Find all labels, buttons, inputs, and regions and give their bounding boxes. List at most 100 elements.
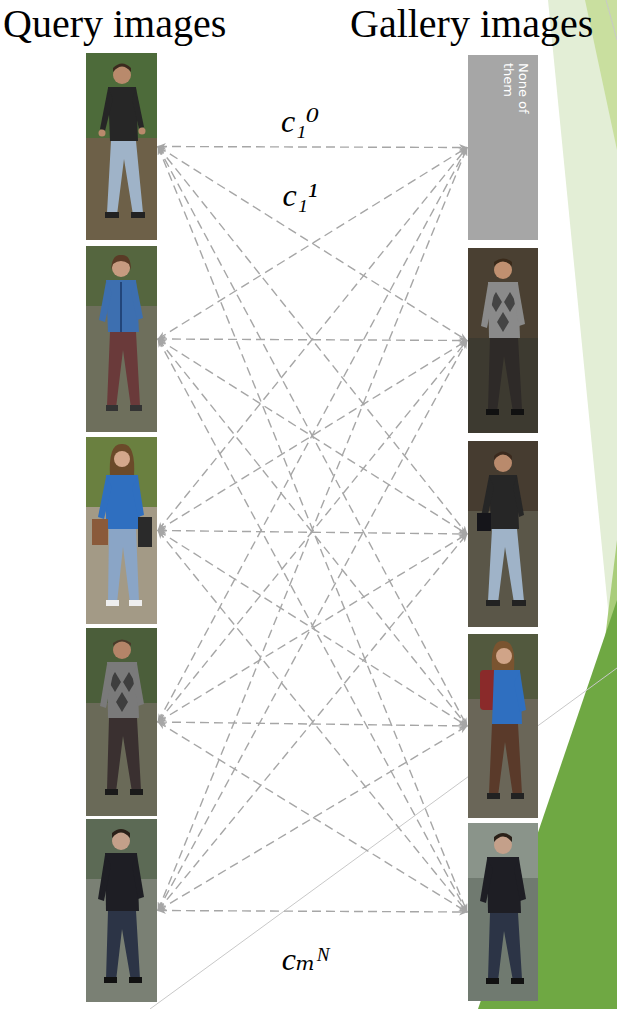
query-photo [130,405,142,411]
query-photo [86,628,157,816]
gallery-photo [468,634,538,818]
gallery-photo [468,441,538,627]
slide-decoration [150,668,617,1009]
double-arrow-connector [158,534,467,722]
query-photo [120,282,122,332]
gallery-photo [513,476,524,517]
query-photo [99,130,106,137]
query-photo [113,64,131,73]
double-arrow-connector [158,534,467,911]
double-arrow-connector [158,341,467,911]
gallery-photo [514,859,526,901]
gallery-photo [487,793,500,799]
gallery-photo [514,672,526,712]
gallery-photo [511,409,524,415]
gallery-photo [496,648,512,664]
column-heading: Gallery images [350,4,593,44]
double-arrow-connector [158,339,467,726]
query-photo [86,437,157,624]
query-photo [86,628,157,816]
query-photo [86,819,157,1002]
gallery-photo [486,409,499,415]
double-arrow-connector [158,726,467,911]
query-photo [92,519,108,545]
slide-decoration [606,0,617,40]
query-photo [104,977,117,983]
double-arrow-connector [158,148,467,531]
query-photo [105,212,119,218]
query-photo [100,664,113,708]
query-photo [86,246,157,432]
query-photo [116,692,128,712]
query-photo [139,128,146,135]
query-photo [86,437,157,624]
gallery-photo [489,724,522,796]
double-arrow-connector [158,147,467,148]
double-arrow-connector [158,147,467,535]
double-arrow-connector [158,147,467,727]
gallery-photo [486,978,499,984]
gallery-photo [481,476,494,519]
gallery-photo [481,284,494,328]
gallery-photo [494,259,512,267]
connector-part [158,147,467,913]
gallery-photo [486,600,500,606]
double-arrow-connector [158,147,467,341]
gallery-photo [511,978,524,984]
gallery-photo [468,441,538,627]
query-photo [99,282,112,322]
gallery-photo [477,513,491,531]
query-photo [86,246,157,432]
gallery-photo [468,634,538,818]
query-photo [132,477,144,517]
cost-label: cₘᴺ [279,943,334,977]
query-photo [86,53,157,240]
query-photo [107,141,143,215]
cost-label: c₁¹ [280,179,321,213]
query-photo [86,437,157,624]
query-photo [107,332,140,408]
query-photo [111,255,131,270]
gallery-photo [468,248,538,433]
gallery-photo [468,441,538,627]
query-photo [129,600,142,606]
double-arrow-connector [158,341,467,723]
query-photo [86,819,157,1002]
query-photo [100,88,113,131]
double-arrow-connector [158,148,467,723]
gallery-photo [480,859,493,903]
double-arrow-connector [158,148,467,340]
double-arrow-connector [158,339,467,534]
gallery-photo [488,913,522,981]
gallery-photo [513,284,525,326]
query-photo [130,789,143,795]
query-photo [86,819,157,1002]
query-photo [105,789,118,795]
gallery-photo [468,248,538,338]
column-heading: Query images [3,4,226,44]
query-photo [112,829,130,838]
gallery-photo [488,338,522,412]
slide-decoration [150,0,617,1009]
double-arrow-connector [158,531,467,727]
query-photo [110,444,135,477]
gallery-photo [468,248,538,433]
double-arrow-connector [158,531,467,913]
query-photo [129,977,142,983]
gallery-photo [492,641,515,670]
double-arrow-connector [158,148,467,911]
query-photo [108,529,139,603]
cost-label: c₁⁰ [278,105,322,139]
query-photo [86,53,157,240]
node-text: None of them [500,63,530,119]
query-photo [132,664,144,706]
gallery-photo [488,529,524,603]
double-arrow-connector [158,722,467,912]
query-photo [113,640,131,647]
gallery-photo [468,823,538,1001]
none-option-box: None of them [468,55,538,240]
query-photo [131,282,143,320]
query-photo [86,628,157,816]
query-photo [86,53,157,240]
